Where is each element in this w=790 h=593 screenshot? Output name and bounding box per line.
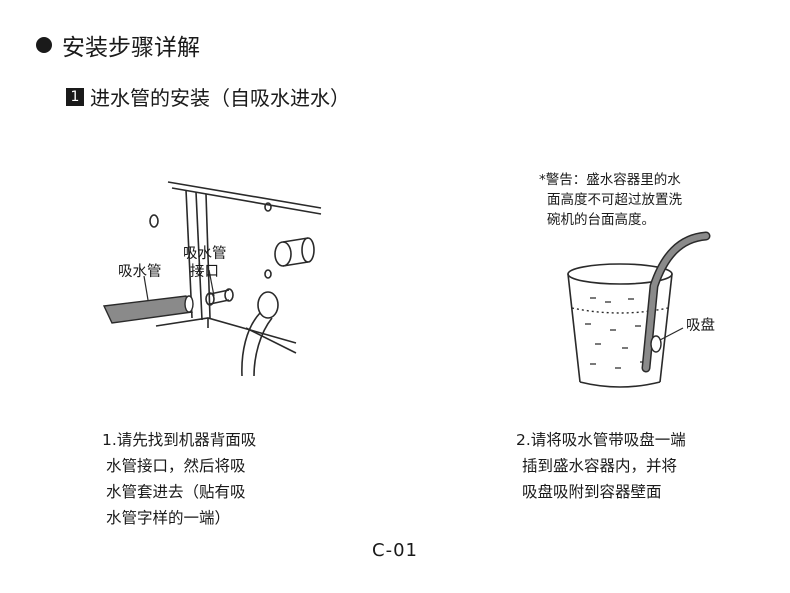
- bullet-icon: [36, 37, 52, 53]
- caption-step2: 2.请将吸水管带吸盘一端 插到盛水容器内，并将 吸盘吸附到容器壁面: [516, 427, 686, 505]
- caption-line: 水管字样的一端）: [106, 509, 231, 527]
- caption-line: 1.请先找到机器背面吸: [102, 431, 257, 449]
- caption-step1: 1.请先找到机器背面吸 水管接口，然后将吸 水管套进去（贴有吸 水管字样的一端）: [102, 427, 256, 531]
- warning-line: 碗机的台面高度。: [547, 212, 655, 228]
- suction-cup-label: 吸盘: [686, 318, 715, 334]
- caption-line: 水管接口，然后将吸: [106, 457, 246, 475]
- step-title: 1 进水管的安装（自吸水进水）: [66, 82, 350, 111]
- caption-line: 吸盘吸附到容器壁面: [522, 483, 662, 501]
- page-number: C-01: [372, 540, 418, 561]
- section-title: 安装步骤详解: [36, 28, 200, 62]
- machine-back-illustration: [102, 181, 322, 377]
- step-number-badge: 1: [66, 87, 84, 106]
- section-title-text: 安装步骤详解: [62, 35, 200, 61]
- warning-text: *警告：盛水容器里的水 面高度不可超过放置洗 碗机的台面高度。: [539, 170, 729, 230]
- caption-line: 插到盛水容器内，并将: [522, 457, 678, 475]
- hose-label: 吸水管: [118, 264, 162, 280]
- connector-label-line1: 吸水管: [183, 246, 227, 262]
- step-title-text: 进水管的安装（自吸水进水）: [90, 86, 350, 110]
- connector-label-line2: 接口: [190, 264, 219, 280]
- warning-line: 面高度不可超过放置洗: [547, 192, 682, 208]
- caption-line: 2.请将吸水管带吸盘一端: [516, 431, 686, 449]
- warning-line: *警告：盛水容器里的水: [539, 172, 681, 188]
- water-cup-illustration: [567, 231, 711, 388]
- caption-line: 水管套进去（贴有吸: [106, 483, 246, 501]
